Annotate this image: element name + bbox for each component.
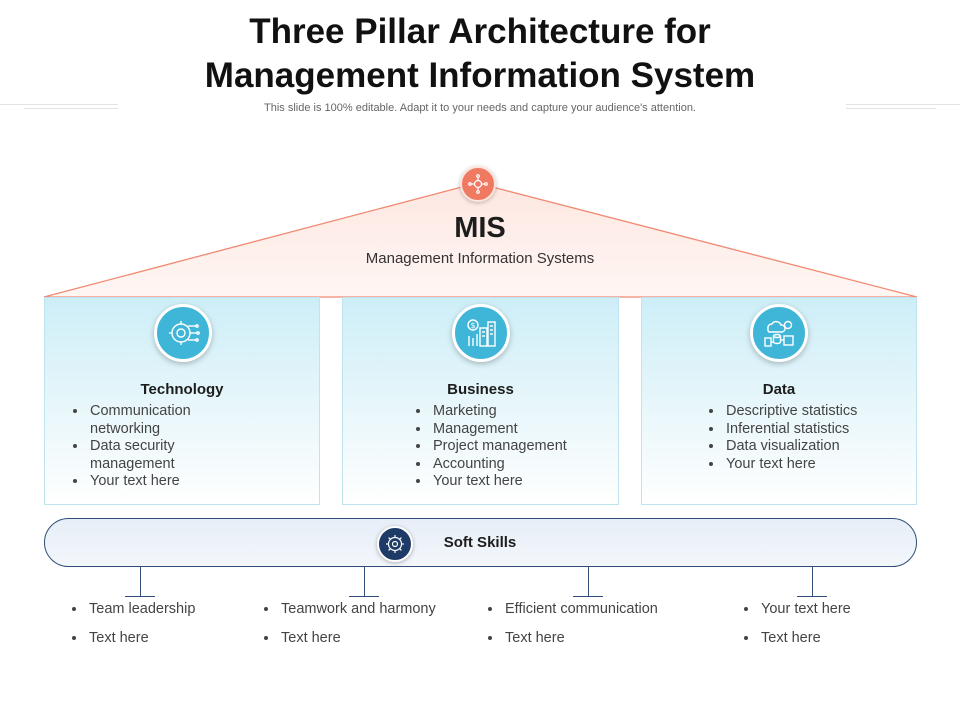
pillar-data: Data Descriptive statistics Inferential … [641, 297, 917, 505]
list-item: Your text here [431, 473, 621, 491]
list-item: Team leadership [87, 601, 257, 630]
header-divider-left [0, 104, 118, 105]
soft-skill-column-3: Efficient communication Text here [485, 601, 723, 659]
pillar-title: Data [762, 381, 796, 398]
roof-title: MIS [454, 212, 506, 244]
soft-skill-column-1: Team leadership Text here [69, 601, 257, 659]
list-item: Descriptive statistics [724, 403, 924, 421]
pillar-item-list: Descriptive statistics Inferential stati… [706, 403, 924, 473]
title-line-1: Three Pillar Architecture for [249, 12, 711, 51]
list-item: Your text here [88, 473, 248, 491]
data-cloud-icon [750, 304, 808, 362]
list-item: Management [431, 421, 621, 439]
list-item: Project management [431, 438, 621, 456]
list-item: Text here [503, 630, 723, 659]
gear-circuit-icon [154, 304, 212, 362]
connector-foot [797, 596, 827, 597]
connector-line [812, 567, 813, 596]
list-item: Data security management [88, 438, 248, 473]
soft-skill-column-4: Your text here Text here [741, 601, 929, 659]
list-item: Teamwork and harmony [279, 601, 489, 630]
brain-gear-icon [377, 526, 413, 562]
page-title: Three Pillar Architecture for Management… [0, 10, 960, 98]
connector-line [364, 567, 365, 596]
list-item: Efficient communication [503, 601, 723, 630]
pillar-title: Business [447, 381, 514, 398]
pillar-item-list: Marketing Management Project management … [413, 403, 621, 491]
list-item: Text here [759, 630, 929, 659]
list-item: Text here [87, 630, 257, 659]
roof-subtitle: Management Information Systems [365, 250, 595, 267]
list-item: Your text here [759, 601, 929, 630]
connector-line [588, 567, 589, 596]
soft-skills-title: Soft Skills [443, 534, 517, 551]
header-divider-left-inner [24, 108, 118, 109]
list-item: Accounting [431, 456, 621, 474]
connector-foot [349, 596, 379, 597]
city-dollar-icon: $ [452, 304, 510, 362]
header-divider-right [846, 104, 960, 105]
pillar-technology: Technology Communication networking Data… [44, 297, 320, 505]
connector-foot [125, 596, 155, 597]
list-item: Inferential statistics [724, 421, 924, 439]
pillar-title: Technology [140, 381, 224, 398]
list-item: Text here [279, 630, 489, 659]
network-gear-icon [460, 166, 496, 202]
list-item: Marketing [431, 403, 621, 421]
connector-foot [573, 596, 603, 597]
pillar-business: $ Business Marketing Management Project … [342, 297, 619, 505]
soft-skill-column-2: Teamwork and harmony Text here [261, 601, 489, 659]
page-subtitle: This slide is 100% editable. Adapt it to… [264, 102, 696, 114]
connector-line [140, 567, 141, 596]
svg-text:$: $ [470, 321, 475, 330]
list-item: Communication networking [88, 403, 248, 438]
list-item: Your text here [724, 456, 924, 474]
title-line-2: Management Information System [204, 56, 756, 95]
list-item: Data visualization [724, 438, 924, 456]
header-divider-right-inner [846, 108, 936, 109]
pillar-item-list: Communication networking Data security m… [70, 403, 248, 491]
soft-skills-bar [44, 518, 917, 567]
